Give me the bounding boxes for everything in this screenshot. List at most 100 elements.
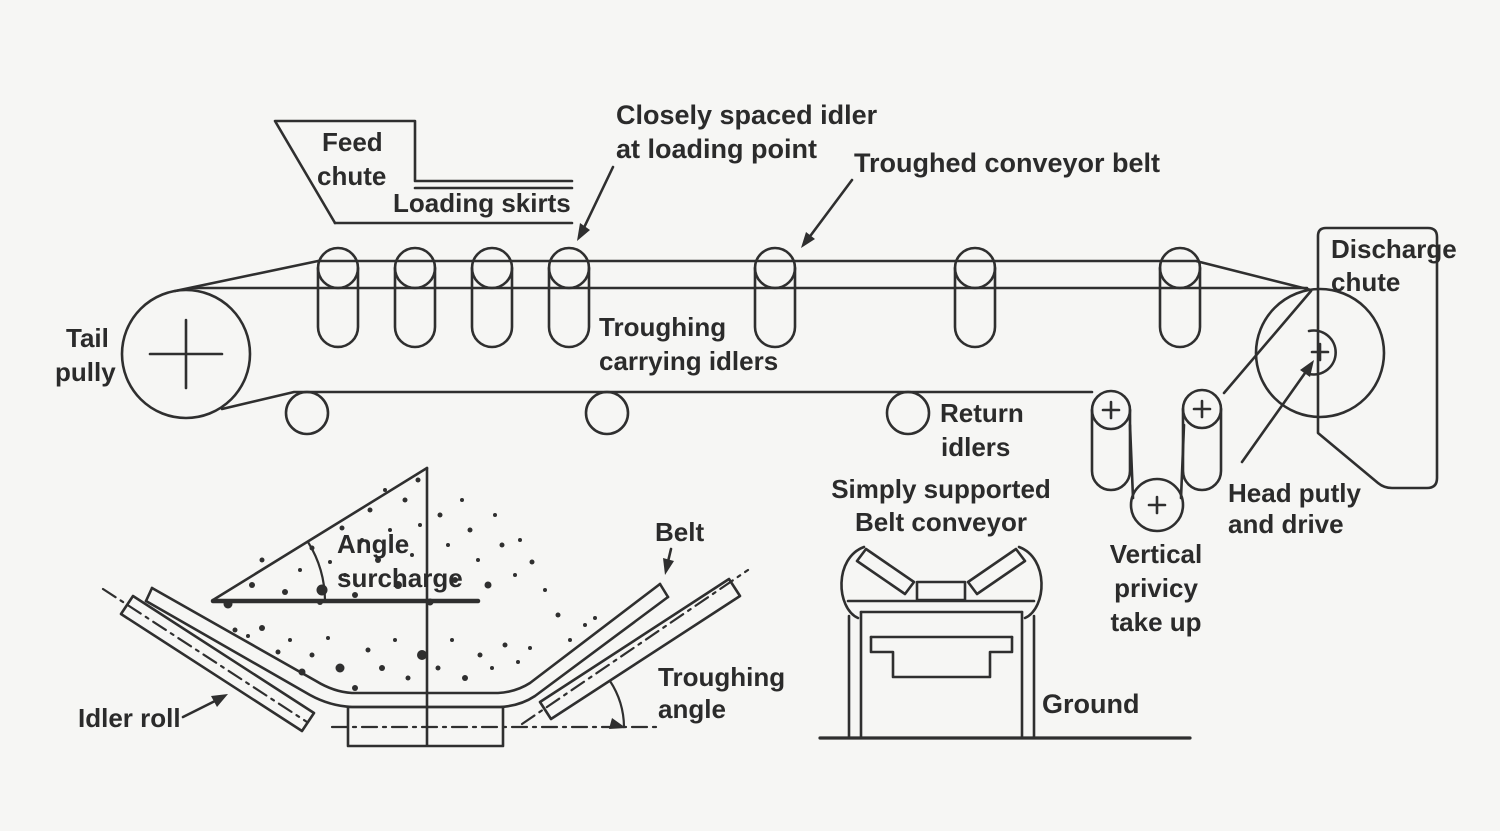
material-dot — [518, 538, 522, 542]
material-dot — [388, 528, 392, 532]
material-dot — [375, 557, 381, 563]
belt-band-bottom — [144, 595, 670, 709]
carrying-idler-body — [547, 266, 591, 349]
label-closely-spaced-2: at loading point — [616, 134, 817, 164]
carrying-idler-body — [1158, 266, 1202, 349]
material-dot — [328, 560, 332, 564]
return-idler-roller — [584, 390, 630, 436]
material-dot — [484, 581, 492, 589]
material-dot — [393, 638, 397, 642]
takeup-snub-left-body — [1090, 408, 1132, 492]
material-dot — [418, 523, 422, 527]
support-frame — [847, 610, 1036, 739]
label-feed-chute-2: chute — [317, 161, 386, 191]
material-dot — [490, 666, 494, 670]
belt-to-takeup-line — [1222, 289, 1313, 395]
material-dot — [476, 558, 480, 562]
return-idlers — [284, 390, 931, 436]
label-troughing-angle-1: Troughing — [658, 662, 785, 692]
material-dot — [379, 665, 385, 671]
material-dot — [543, 588, 547, 592]
takeup-snub-right-circle — [1181, 388, 1223, 430]
trough-cross-section — [101, 466, 750, 748]
carrying-idler-body — [953, 266, 997, 349]
material-dot — [477, 652, 483, 658]
carrying-idler-roller — [1158, 246, 1202, 290]
material-dot — [426, 598, 434, 606]
head-pulley-hub-arc — [1307, 329, 1337, 376]
material-dot — [593, 616, 597, 620]
label-troughing-idlers-2: carrying idlers — [599, 346, 778, 376]
carrying-idler-roller — [470, 246, 514, 290]
material-dot — [352, 592, 358, 598]
troughing-angle-arc — [608, 679, 626, 729]
discharge-chute-outline — [1316, 226, 1439, 490]
left-wing-idler — [855, 547, 916, 596]
arrow-head-pulley-line — [1240, 364, 1312, 464]
label-head-pulley-2: and drive — [1228, 509, 1344, 539]
supported-cross-section — [818, 545, 1192, 740]
material-dot — [326, 636, 330, 640]
material-dot — [232, 627, 238, 633]
label-tail-pulley-1: Tail — [66, 323, 109, 353]
material-dot — [259, 557, 265, 563]
material-dot — [460, 498, 464, 502]
carrying-idler-roller — [316, 246, 360, 290]
feed-chute-outline — [273, 119, 574, 225]
label-angle-surcharge-2: surcharge — [337, 563, 463, 593]
arrow-troughed-belt-line — [803, 178, 854, 245]
label-simply-supported-1: Simply supported — [831, 474, 1051, 504]
label-discharge-chute-2: chute — [1331, 267, 1400, 297]
takeup-assembly — [1090, 388, 1223, 533]
label-take-up-1: Vertical — [1110, 539, 1203, 569]
right-roll-centerline — [520, 568, 750, 726]
arrow-idler-roll-head — [211, 694, 228, 707]
belt-lines — [173, 259, 1313, 500]
material-dot — [365, 647, 371, 653]
material-dots — [223, 477, 597, 691]
arrow-troughed-belt-head — [801, 232, 815, 248]
material-dot — [467, 527, 473, 533]
material-dot — [383, 488, 387, 492]
pulley-plus-marks — [1101, 342, 1330, 515]
belt-band-left-cap — [144, 586, 154, 603]
material-dot — [246, 634, 250, 638]
material-dot — [275, 649, 281, 655]
material-dot — [516, 660, 520, 664]
material-dot — [339, 525, 345, 531]
material-dot — [259, 625, 265, 631]
material-dot — [415, 477, 421, 483]
material-dot — [437, 512, 443, 518]
label-feed-chute-1: Feed — [322, 127, 383, 157]
left-idler-roll — [119, 594, 316, 733]
material-dot — [343, 573, 347, 577]
label-troughing-idlers-1: Troughing — [599, 312, 726, 342]
surcharge-triangle — [210, 466, 481, 747]
material-dot — [360, 538, 364, 542]
material-dot — [568, 638, 572, 642]
material-dot — [452, 577, 458, 583]
labels: Closely spaced idler at loading point Tr… — [55, 100, 1457, 733]
material-dot — [583, 623, 587, 627]
label-belt: Belt — [655, 517, 704, 547]
label-take-up-3: take up — [1110, 607, 1201, 637]
belt-band-top — [150, 582, 662, 695]
material-dot — [513, 573, 517, 577]
material-dot — [317, 599, 323, 605]
carrying-idlers — [316, 246, 1202, 349]
left-roll-centerline — [101, 587, 309, 724]
label-discharge-chute-1: Discharge — [1331, 234, 1457, 264]
feed-chute-path — [273, 119, 574, 225]
material-dot — [298, 568, 302, 572]
head-pulley — [1254, 287, 1386, 419]
right-wing-idler — [966, 547, 1027, 596]
arrow-belt-head — [663, 558, 674, 575]
arrow-closely-spaced-line — [578, 165, 615, 238]
arrow-head-pulley-head — [1300, 360, 1314, 377]
label-tail-pulley-2: pully — [55, 357, 116, 387]
material-dot — [282, 589, 288, 595]
material-dot — [405, 675, 411, 681]
belt-band-right-cap — [658, 582, 670, 599]
carrying-idler-roller — [547, 246, 591, 290]
